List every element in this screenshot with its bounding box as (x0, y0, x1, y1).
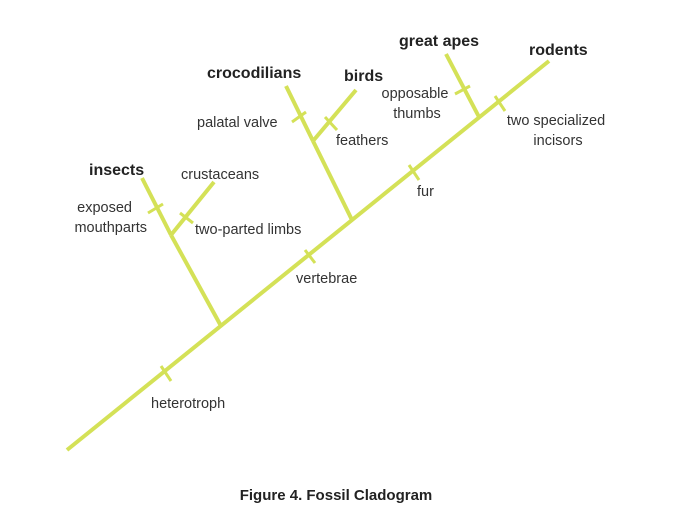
branch-crocodilians (284, 85, 315, 142)
branch-crustaceans (169, 180, 216, 237)
tick-two-specialized-incisors (493, 95, 507, 112)
branch-archosaurs (311, 140, 354, 221)
branch-arthropods (169, 234, 223, 327)
label-great-apes: great apes (399, 33, 479, 50)
label-exposed-mouthparts-line2: mouthparts (74, 220, 147, 236)
tick-opposable-thumbs (454, 84, 471, 96)
label-opposable-thumbs-line2: thumbs (393, 106, 441, 122)
branch-birds (311, 88, 358, 143)
tick-exposed-mouthparts (147, 202, 164, 215)
label-crustaceans: crustaceans (181, 167, 259, 183)
label-birds: birds (344, 68, 383, 85)
trait-ticks (147, 84, 507, 382)
label-palatal-valve: palatal valve (197, 115, 278, 131)
label-opposable-thumbs: opposable thumbs (382, 86, 453, 122)
label-exposed-mouthparts: exposed mouthparts (74, 200, 147, 236)
label-fur: fur (417, 184, 434, 200)
trait-labels: crustaceans heterotroph vertebrae fur tw… (74, 86, 609, 412)
label-rodents: rodents (529, 42, 588, 59)
label-insects: insects (89, 162, 144, 179)
label-opposable-thumbs-line1: opposable (382, 86, 449, 102)
label-heterotroph: heterotroph (151, 396, 225, 412)
tick-fur (407, 164, 421, 181)
tick-feathers (323, 115, 339, 132)
label-two-specialized-incisors-line1: two specialized (507, 113, 605, 129)
label-crocodilians: crocodilians (207, 65, 301, 82)
label-vertebrae: vertebrae (296, 271, 357, 287)
branch-great-apes (444, 53, 481, 118)
label-two-specialized-incisors-line2: incisors (533, 133, 582, 149)
label-exposed-mouthparts-line1: exposed (77, 200, 132, 216)
figure-caption: Figure 4. Fossil Cladogram (240, 487, 433, 504)
taxon-labels: insects crocodilians birds great apes ro… (89, 33, 588, 179)
label-feathers: feathers (336, 133, 388, 149)
label-two-parted-limbs: two-parted limbs (195, 222, 301, 238)
tick-palatal-valve (291, 110, 307, 124)
tick-vertebrae (303, 249, 317, 264)
tick-heterotroph (159, 365, 173, 382)
tick-two-parted-limbs (179, 211, 194, 225)
label-two-specialized-incisors: two specialized incisors (507, 113, 609, 149)
